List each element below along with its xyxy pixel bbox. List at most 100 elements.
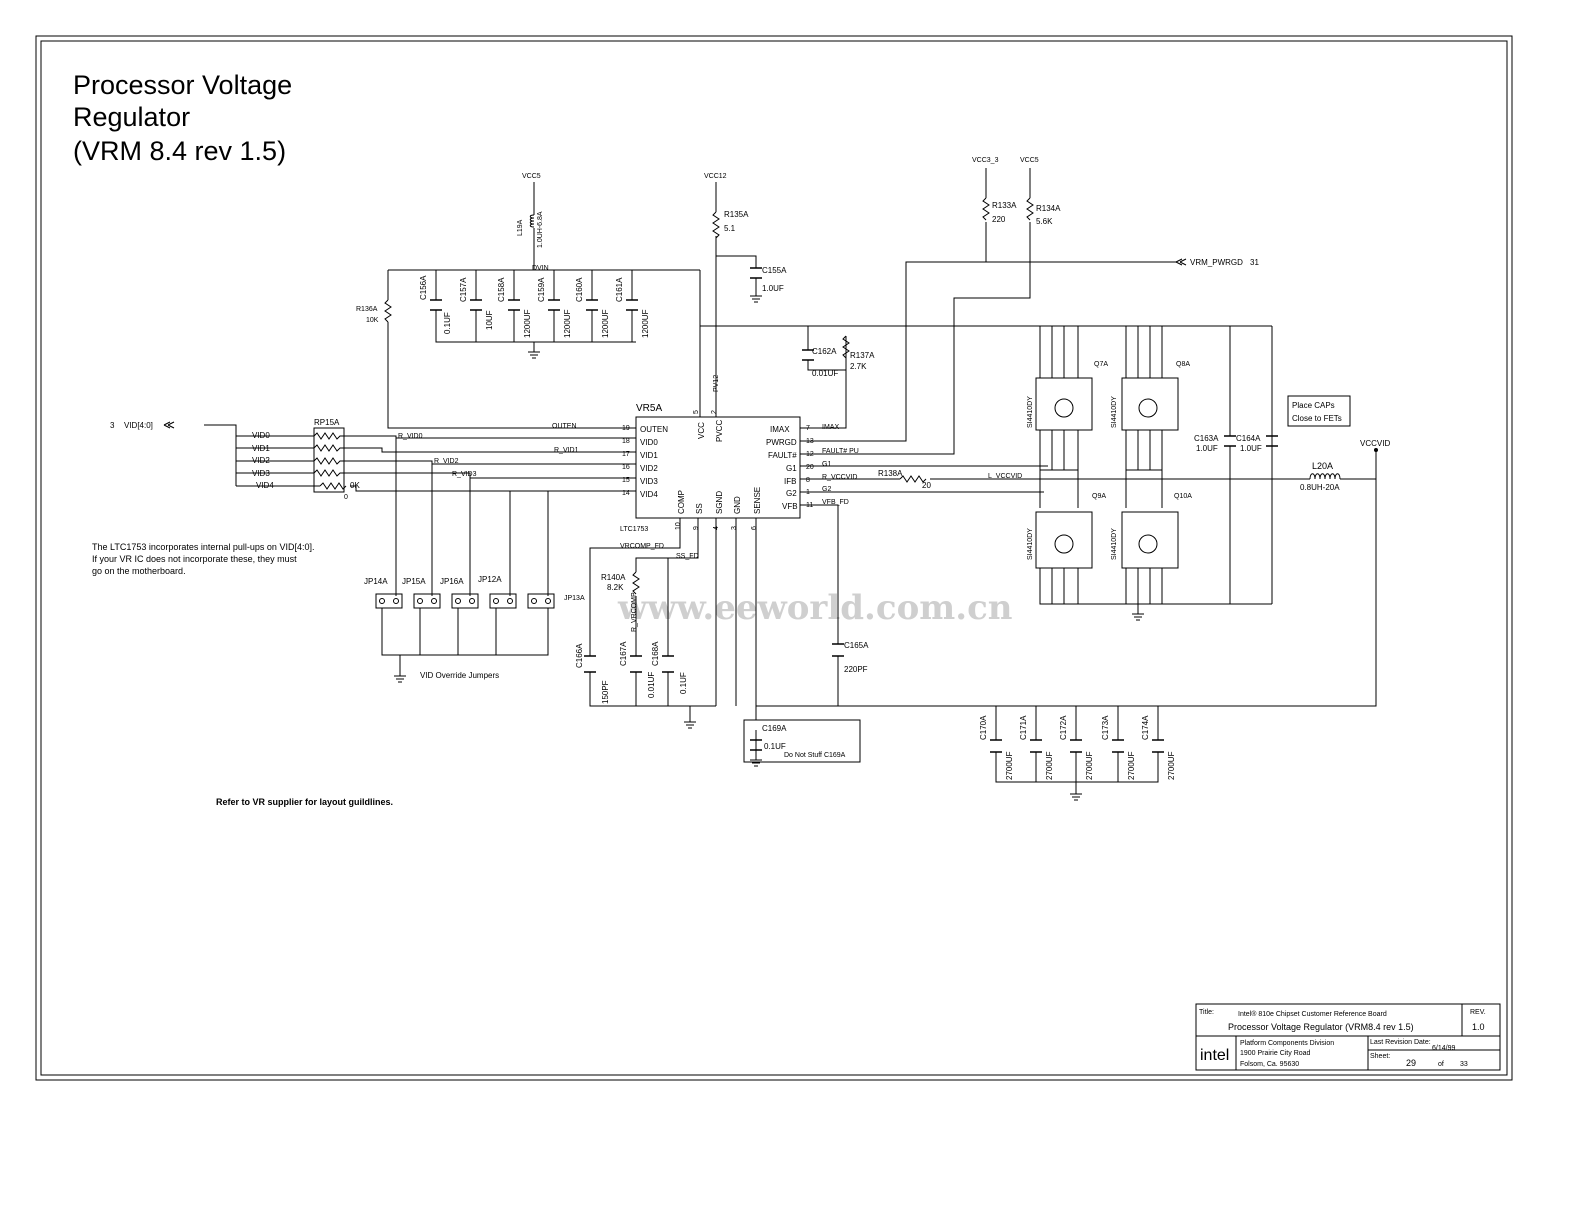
svg-text:C167A: C167A	[619, 641, 628, 666]
svg-text:L19A: L19A	[517, 219, 524, 236]
svg-text:Platform Components Division: Platform Components Division	[1240, 1040, 1334, 1047]
svg-text:16: 16	[622, 464, 630, 471]
svg-text:Title:: Title:	[1199, 1009, 1214, 1016]
intel-logo: intel	[1200, 1047, 1229, 1064]
svg-text:C164A: C164A	[1236, 434, 1261, 443]
svg-text:14: 14	[622, 490, 630, 497]
svg-text:17: 17	[622, 451, 630, 458]
svg-text:RP15A: RP15A	[314, 418, 340, 427]
svg-text:C162A: C162A	[812, 347, 837, 356]
watermark: www.eeworld.com.cn	[617, 588, 1013, 628]
svg-text:C170A: C170A	[979, 715, 988, 740]
svg-text:R_VID2: R_VID2	[434, 458, 459, 465]
svg-text:3: 3	[110, 421, 115, 430]
svg-text:C172A: C172A	[1059, 715, 1068, 740]
svg-text:0.01UF: 0.01UF	[812, 369, 838, 378]
svg-text:VID3: VID3	[640, 477, 658, 486]
svg-text:Last Revision Date:: Last Revision Date:	[1370, 1039, 1431, 1046]
svg-text:SENSE: SENSE	[753, 487, 762, 514]
svg-text:C171A: C171A	[1019, 715, 1028, 740]
svg-text:R_VCCVID: R_VCCVID	[822, 474, 857, 481]
resistors	[306, 197, 1341, 595]
svg-text:C169A: C169A	[762, 724, 787, 733]
c169a-dns-box: C169A 0.1UF Do Not Stuff C169A	[743, 719, 861, 763]
svg-text:10UF: 10UF	[485, 310, 494, 330]
svg-text:Sheet:: Sheet:	[1370, 1053, 1390, 1060]
svg-text:SI4410DY: SI4410DY	[1027, 528, 1034, 560]
svg-text:VID2: VID2	[640, 464, 658, 473]
wires	[204, 168, 1377, 794]
svg-text:2700UF: 2700UF	[1167, 751, 1176, 780]
place-caps-note: Place CAPs Close to FETs	[1287, 395, 1351, 427]
svg-text:FAULT# PU: FAULT# PU	[822, 448, 859, 455]
ground-symbols	[394, 295, 1144, 801]
svg-text:Q10A: Q10A	[1174, 493, 1192, 500]
jumpers-label: VID Override Jumpers	[420, 671, 499, 680]
svg-text:VFB_FD: VFB_FD	[822, 499, 849, 506]
svg-text:G1: G1	[786, 464, 797, 473]
vid-note-line1: The LTC1753 incorporates internal pull-u…	[92, 542, 314, 552]
svg-text:3: 3	[731, 526, 738, 530]
svg-text:C157A: C157A	[459, 277, 468, 302]
svg-text:5: 5	[693, 410, 700, 414]
svg-text:G2: G2	[822, 486, 831, 493]
svg-text:0.01UF: 0.01UF	[647, 672, 656, 698]
svg-text:PVCC: PVCC	[715, 420, 724, 442]
net-labels: OUTEN R_VID0 R_VID1 R_VID2 R_VID3 IMAX F…	[110, 258, 1259, 632]
svg-text:VID0: VID0	[640, 438, 658, 447]
svg-text:R134A: R134A	[1036, 204, 1061, 213]
title-block: Title: Intel® 810e Chipset Customer Refe…	[1195, 1003, 1501, 1071]
svg-text:Q8A: Q8A	[1176, 361, 1190, 368]
svg-text:VID1: VID1	[640, 451, 658, 460]
svg-text:6/14/99: 6/14/99	[1432, 1045, 1455, 1052]
svg-text:VRCOMP_FD: VRCOMP_FD	[620, 543, 664, 550]
svg-text:1200UF: 1200UF	[523, 309, 532, 338]
svg-text:1.0UF: 1.0UF	[1196, 444, 1218, 453]
svg-text:SI4410DY: SI4410DY	[1111, 528, 1118, 560]
svg-text:VID4: VID4	[256, 481, 274, 490]
rail-vcc3-3: VCC3_3	[972, 157, 999, 164]
svg-text:R_VID3: R_VID3	[452, 471, 477, 478]
jumpers: JP14A JP15A JP16A JP12A JP13A	[364, 575, 585, 609]
svg-text:R_VID1: R_VID1	[554, 447, 579, 454]
svg-text:DVIN: DVIN	[532, 265, 549, 272]
svg-text:of: of	[1438, 1061, 1444, 1068]
svg-text:Do Not Stuff C169A: Do Not Stuff C169A	[784, 752, 846, 759]
svg-text:0.1UF: 0.1UF	[443, 312, 452, 334]
sheet-inner-border	[40, 40, 1508, 1076]
svg-text:1.0UH-6.8A: 1.0UH-6.8A	[537, 211, 544, 248]
svg-text:Close to FETs: Close to FETs	[1292, 414, 1342, 423]
svg-text:1.0UF: 1.0UF	[1240, 444, 1262, 453]
svg-text:33: 33	[1460, 1061, 1468, 1068]
component-labels: L19A 1.0UH-6.8A R135A 5.1 C155A 1.0UF R1…	[314, 201, 1340, 780]
svg-text:OUTEN: OUTEN	[552, 423, 577, 430]
svg-text:2700UF: 2700UF	[1085, 751, 1094, 780]
svg-text:R133A: R133A	[992, 201, 1017, 210]
svg-text:JP14A: JP14A	[364, 577, 388, 586]
svg-text:JP13A: JP13A	[564, 595, 585, 602]
svg-text:SI4410DY: SI4410DY	[1111, 396, 1118, 428]
svg-text:Intel® 810e Chipset Customer R: Intel® 810e Chipset Customer Reference B…	[1238, 1010, 1387, 1018]
svg-text:SGND: SGND	[715, 491, 724, 514]
svg-text:Q9A: Q9A	[1092, 493, 1106, 500]
svg-text:C163A: C163A	[1194, 434, 1219, 443]
svg-text:0K: 0K	[350, 481, 360, 490]
svg-text:SS: SS	[695, 503, 704, 514]
ic-part: LTC1753	[620, 526, 648, 533]
svg-text:31: 31	[1250, 258, 1259, 267]
svg-text:2700UF: 2700UF	[1127, 751, 1136, 780]
svg-text:C174A: C174A	[1141, 715, 1150, 740]
svg-text:0: 0	[344, 494, 348, 501]
svg-text:5.1: 5.1	[724, 224, 736, 233]
page-title-line2: Regulator	[73, 102, 190, 132]
svg-text:COMP: COMP	[677, 490, 686, 514]
vid-note-line2: If your VR IC does not incorporate these…	[92, 554, 297, 564]
rail-vccvid: VCCVID	[1360, 439, 1390, 448]
svg-text:0.1UF: 0.1UF	[764, 742, 786, 751]
svg-text:VID0: VID0	[252, 431, 270, 440]
vid-note-line3: go on the motherboard.	[92, 566, 186, 576]
svg-text:C156A: C156A	[419, 275, 428, 300]
svg-text:R_VRCOMP: R_VRCOMP	[631, 592, 638, 632]
svg-text:VID[4:0]: VID[4:0]	[124, 421, 153, 430]
svg-text:8: 8	[806, 477, 810, 484]
